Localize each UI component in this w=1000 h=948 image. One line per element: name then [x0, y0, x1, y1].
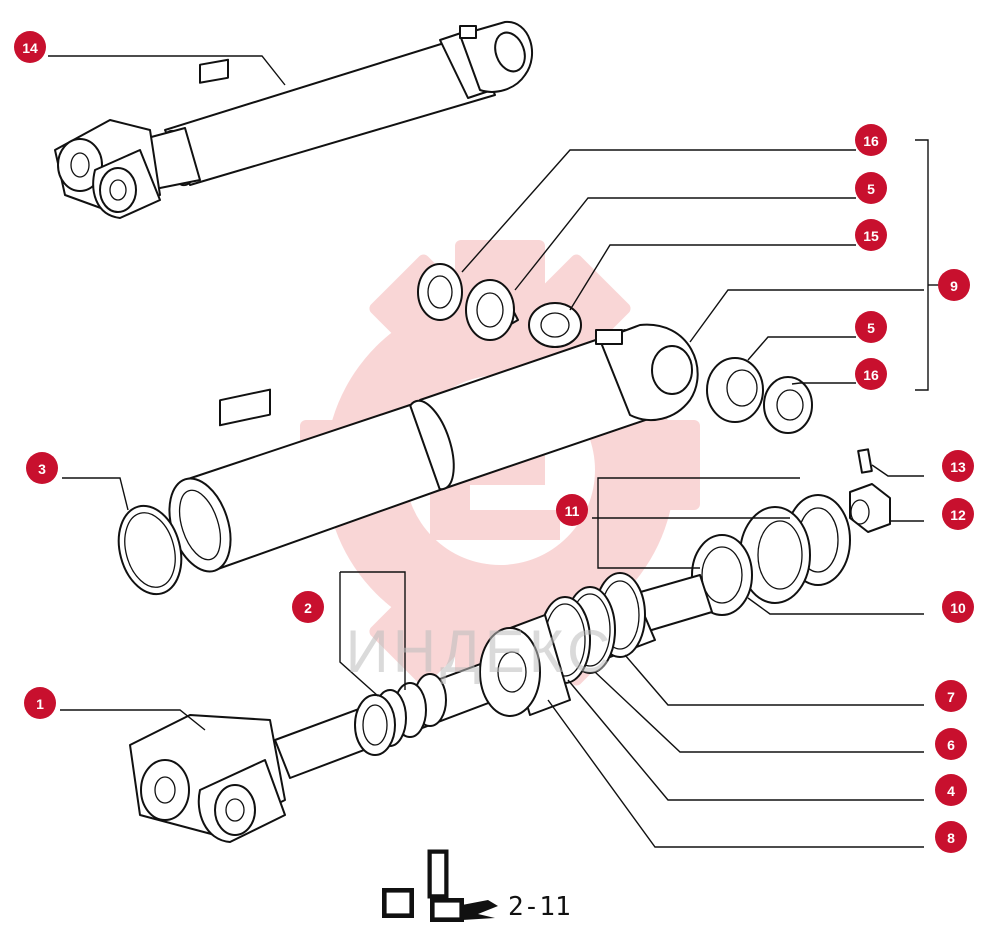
callout-badge-circle: [935, 728, 967, 760]
part-3-seal-ring: [117, 504, 183, 596]
callout-badge-circle: [938, 269, 970, 301]
part-13-grub-screw: [857, 448, 873, 474]
callout-badge-circle: [26, 452, 58, 484]
callout-badge-label: 12: [950, 507, 966, 523]
callout-badge-circle: [942, 450, 974, 482]
part-11-piston-seals: [739, 494, 851, 604]
part-16-ring-right: [763, 376, 813, 434]
part-5-bushing-top: [465, 279, 519, 341]
part-3-barrel-rear: [168, 388, 441, 573]
callout-badge-8: 8: [935, 821, 967, 853]
callout-badge-circle: [855, 219, 887, 251]
callout-badge-15: 15: [855, 219, 887, 251]
callout-badge-label: 1: [36, 696, 44, 712]
callout-badge-label: 8: [947, 830, 955, 846]
callout-badge-circle: [855, 124, 887, 156]
group-bracket-9: [915, 139, 940, 391]
part-5-bushing-right: [706, 357, 764, 423]
callout-badge-13: 13: [942, 450, 974, 482]
callout-badge-label: 16: [863, 367, 879, 383]
callout-badge-7: 7: [935, 680, 967, 712]
callout-badge-16: 16: [855, 124, 887, 156]
callout-badge-label: 10: [950, 600, 966, 616]
callout-badge-9: 9: [938, 269, 970, 301]
part-14-assembled-cylinder: [54, 20, 534, 219]
callout-badge-label: 15: [863, 228, 879, 244]
callout-badge-2: 2: [292, 591, 324, 623]
callout-badge-label: 11: [565, 503, 580, 519]
callout-badge-label: 9: [950, 278, 958, 294]
callout-badge-label: 6: [947, 737, 955, 753]
callout-badge-1: 1: [24, 687, 56, 719]
callout-badge-3: 3: [26, 452, 58, 484]
callout-badge-5: 5: [855, 311, 887, 343]
callout-badge-6: 6: [935, 728, 967, 760]
callout-badge-label: 2: [304, 600, 312, 616]
callout-badge-circle: [855, 358, 887, 390]
callout-badge-label: 5: [867, 181, 875, 197]
callout-badge-circle: [942, 498, 974, 530]
callout-badge-circle: [556, 494, 588, 526]
callout-badge-12: 12: [942, 498, 974, 530]
callout-badge-10: 10: [942, 591, 974, 623]
part-2-rod-seals: [354, 673, 447, 756]
callout-badge-label: 14: [22, 40, 38, 56]
callout-badge-circle: [292, 591, 324, 623]
callout-badge-circle: [942, 591, 974, 623]
callout-badges: 14 16 5 15 9 5 16 3 13 11 12 2 10 1 7 6 4 8: [14, 31, 974, 853]
page-code: 2-11: [508, 892, 571, 922]
watermark-text: ИНДЕКС: [346, 618, 615, 685]
callout-badge-label: 5: [867, 320, 875, 336]
callout-badge-label: 7: [947, 689, 955, 705]
fiat-brand-logo: [382, 849, 498, 922]
callout-badge-circle: [24, 687, 56, 719]
part-12-nut: [849, 483, 891, 533]
callout-badge-label: 13: [950, 459, 966, 475]
callout-badge-11: 11: [556, 494, 588, 526]
callout-badge-circle: [935, 821, 967, 853]
part-16-ring-top: [417, 263, 463, 321]
callout-badge-label: 3: [38, 461, 46, 477]
group-bracket-2: [339, 571, 406, 697]
callout-badge-circle: [855, 172, 887, 204]
callout-badge-label: 16: [863, 133, 879, 149]
callout-badge-4: 4: [935, 774, 967, 806]
part-8-gland: [479, 614, 571, 717]
leader-lines: [48, 55, 924, 848]
callout-badge-circle: [935, 680, 967, 712]
callout-badge-circle: [855, 311, 887, 343]
callout-badge-5: 5: [855, 172, 887, 204]
callout-badge-label: 4: [947, 783, 955, 799]
part-15-bushing: [528, 302, 582, 348]
callout-badge-circle: [14, 31, 46, 63]
callout-badge-14: 14: [14, 31, 46, 63]
callout-badge-circle: [935, 774, 967, 806]
group-bracket-11: [597, 477, 800, 569]
callout-badge-16: 16: [855, 358, 887, 390]
